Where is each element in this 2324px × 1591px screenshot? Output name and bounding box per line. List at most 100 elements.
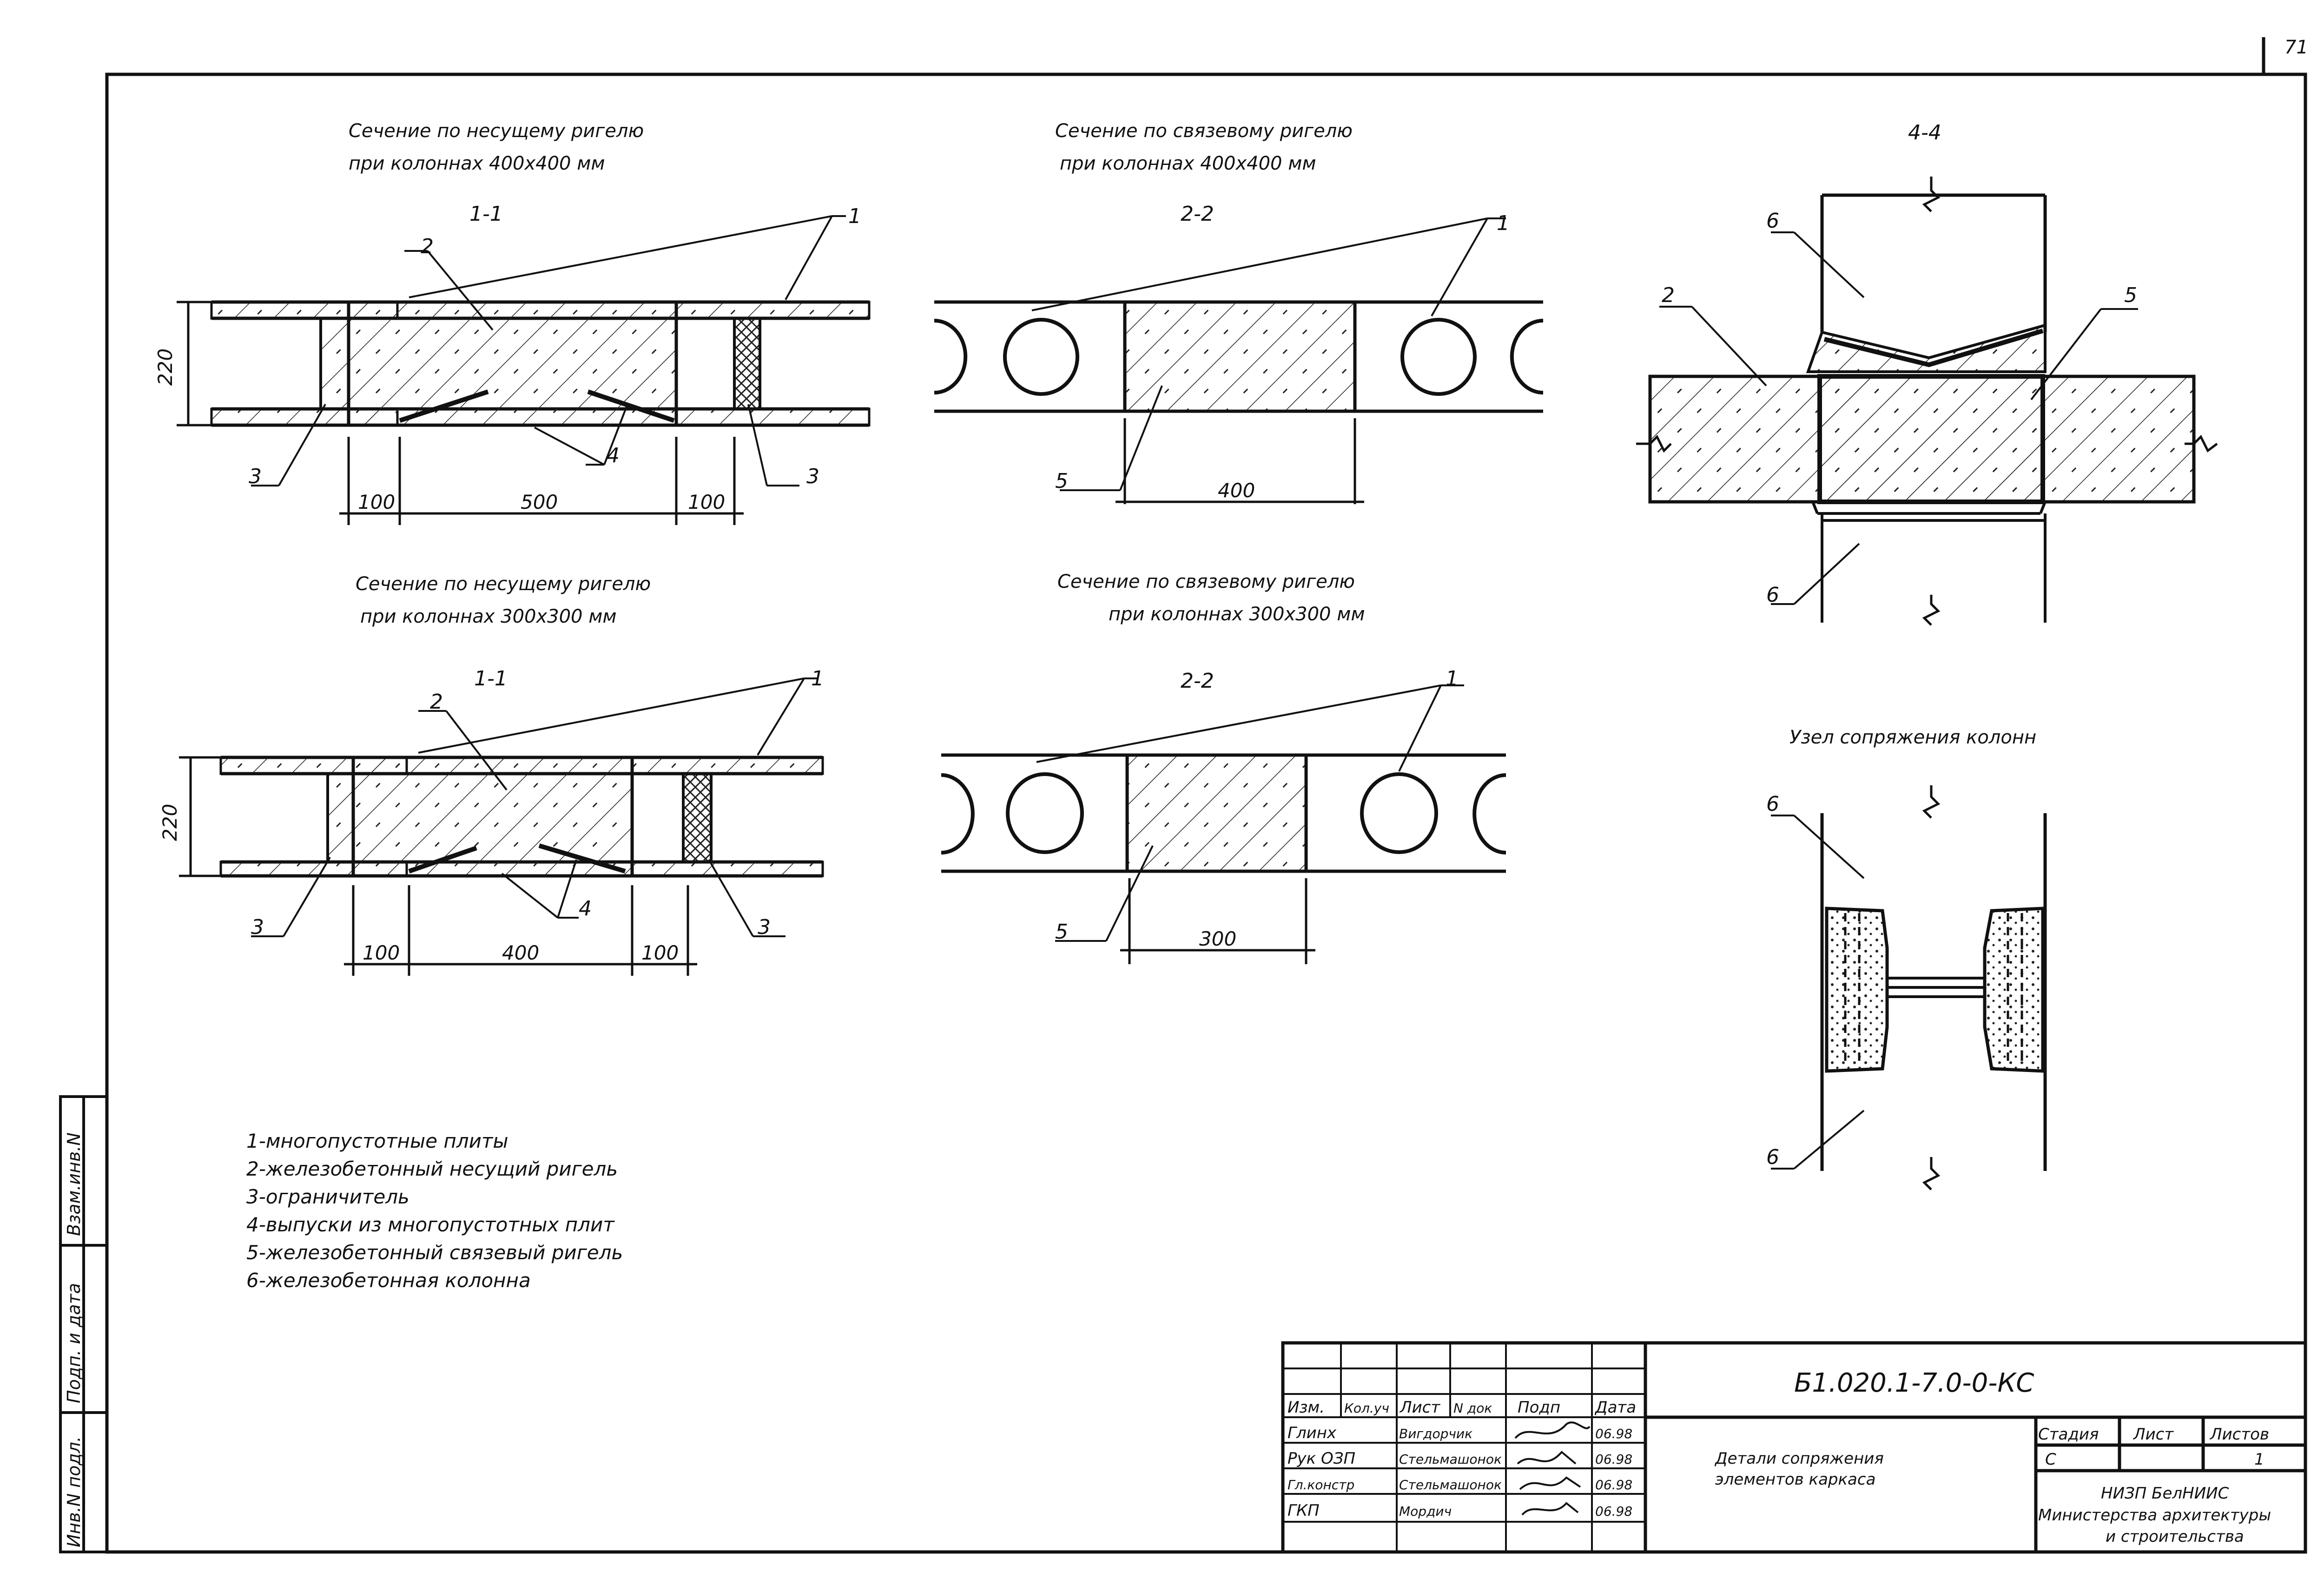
page-number: 71 [2284,37,2308,58]
section-title-line1: Сечение по несущему ригелю [349,120,644,142]
callout-6-top: 6 [1766,209,1779,233]
column-joint-detail: Узел сопряжения колонн 6 6 [1766,727,2047,1190]
legend-item-5: 5-железобетонный связевый ригель [246,1241,623,1264]
slab-outlets [399,389,675,423]
section-label: 2-2 [1181,202,1214,226]
row-2-name: Стельмашонок [1399,1452,1502,1467]
legend-item-3: 3-ограничитель [246,1185,409,1208]
drawing-code: Б1.020.1-7.0-0-КС [1794,1368,2034,1398]
sheets-value: 1 [2254,1450,2265,1469]
hollow-slab-top-right [631,756,824,775]
section-title-line2: при колоннах 300х300 мм [360,606,617,627]
hdr-podp: Подп [1518,1398,1560,1417]
sheet-label: Лист [2133,1425,2174,1444]
hdr-list: Лист [1399,1398,1440,1417]
callout-2: 2 [1662,283,1675,307]
drawing-name-line1: Детали сопряжения [1714,1449,1884,1468]
title-block: Изм. Кол.уч Лист N док Подп Дата Глинх В… [1281,1341,2307,1554]
hdr-data: Дата [1594,1398,1636,1417]
row-2-role: Рук ОЗП [1287,1449,1355,1468]
limiter-left [326,772,355,863]
load-bearing-girder [351,756,634,878]
hdr-izm: Изм. [1287,1398,1325,1417]
legend-item-1: 1-многопустотные плиты [246,1130,508,1152]
callout-4: 4 [579,897,592,920]
callout-2: 2 [430,690,443,714]
row-3-role: Гл.констр [1287,1477,1354,1492]
dim-300: 300 [1199,927,1236,950]
tie-girder [1123,300,1357,413]
legend-item-4: 4-выпуски из многопустотных плит [246,1213,615,1236]
org-line3: и строительства [2106,1527,2244,1546]
height-220: 220 [154,348,177,386]
row-1-name: Вигдорчик [1399,1426,1472,1441]
section-title-line1: Сечение по связевому ригелю [1055,120,1353,142]
hollow-slab-top-right [675,301,871,320]
callout-1: 1 [1446,667,1459,690]
callout-3-left: 3 [249,465,262,488]
callout-5: 5 [1055,469,1068,493]
section-label: 1-1 [474,667,508,690]
dim-100-right: 100 [688,491,725,513]
drawing-name-line2: элементов каркаса [1715,1470,1875,1489]
stamp-replace-inv: Взам.инв.N [64,1132,84,1236]
section-title-line1: Сечение по несущему ригелю [356,573,651,595]
slab-voids [941,772,1506,855]
dim-500: 500 [521,491,558,513]
callout-1: 1 [811,667,824,690]
row-2-date: 06.98 [1595,1452,1632,1467]
section-1-1-400: Сечение по несущему ригелю при колоннах … [154,120,871,525]
hdr-ndok: N док [1453,1400,1492,1416]
section-2-2-400: Сечение по связевому ригелю при колоннах… [934,120,1544,504]
dim-400: 400 [502,941,539,964]
row-3-name: Стельмашонок [1399,1477,1502,1492]
callout-1: 1 [848,204,861,228]
legend: 1-многопустотные плиты 2-железобетонный … [246,1130,623,1292]
stamp-inv-orig: Инв.N подл. [64,1436,84,1547]
hollow-slab-bottom-right [675,408,871,427]
section-title-line2: при колоннах 300х300 мм [1109,604,1365,625]
section-label: 1-1 [469,202,503,226]
row-4-role: ГКП [1287,1501,1320,1520]
org-line2: Министерства архитектуры [2038,1506,2271,1525]
callout-2: 2 [421,235,434,258]
column-core [1817,374,2045,504]
side-stamp: Взам.инв.N Подп. и дата Инв.N подл. [59,1095,108,1553]
limiter-right [733,317,761,410]
grout-pad-right [1983,907,2045,1073]
joint-grout-top [1806,323,2047,373]
org-line1: НИЗП БелНИИС [2101,1484,2229,1503]
joint-title: Узел сопряжения колонн [1789,727,2036,748]
signature-scribbles [1514,1421,1591,1516]
tie-girder [1125,753,1308,873]
callout-1: 1 [1497,211,1510,235]
callout-6-top: 6 [1766,792,1779,816]
row-1-date: 06.98 [1595,1426,1632,1441]
legend-item-6: 6-железобетонная колонна [246,1269,531,1292]
callout-6-bottom: 6 [1766,1145,1779,1169]
limiter-right [682,772,713,863]
dim-100-left: 100 [363,941,400,964]
dim-100-right: 100 [641,941,679,964]
section-title-line2: при колоннах 400х400 мм [1060,153,1316,174]
callout-3-right: 3 [758,915,771,939]
callout-5: 5 [2124,283,2137,307]
hollow-slab-bottom-right [631,861,824,877]
limiter-left [319,317,350,410]
legend-item-2: 2-железобетонный несущий ригель [246,1157,618,1180]
section-1-1-300: Сечение по несущему ригелю при колоннах … [158,573,824,976]
row-1-role: Глинх [1287,1424,1337,1442]
callout-5: 5 [1055,920,1068,944]
callout-3-right: 3 [806,465,819,488]
row-4-name: Мордич [1399,1504,1452,1519]
section-label: 2-2 [1181,669,1214,693]
sheet-frame [105,37,2307,1554]
stage-label: Стадия [2038,1425,2099,1444]
callout-3-left: 3 [251,915,264,939]
section-2-2-300: Сечение по связевому ригелю при колоннах… [941,571,1506,964]
row-4-date: 06.98 [1595,1504,1632,1519]
slab-outlets [408,843,626,874]
section-title-line1: Сечение по связевому ригелю [1057,571,1355,592]
dim-100-left: 100 [358,491,395,513]
